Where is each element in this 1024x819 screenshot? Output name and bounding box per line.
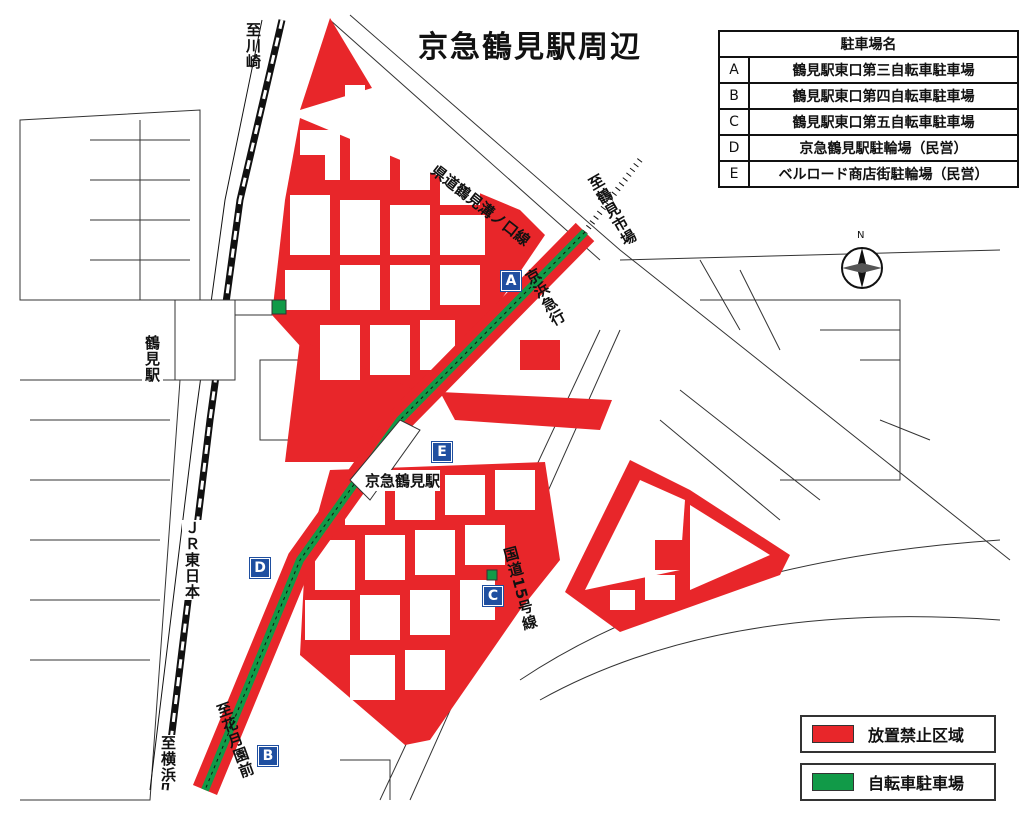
jr-station-building — [174, 299, 236, 381]
row-key: E — [718, 160, 750, 188]
label-tsurumi-station: 鶴見駅 — [142, 335, 163, 383]
label-jr-east: ＪＲ東日本 — [182, 520, 203, 600]
label-to-kawasaki: 至川崎 — [244, 22, 262, 70]
label-to-yokohama: 至横浜 — [158, 735, 179, 783]
marker-d[interactable]: D — [249, 557, 271, 579]
row-key: A — [718, 56, 750, 84]
compass-icon — [841, 247, 883, 289]
no-parking-lot — [300, 155, 325, 185]
legend-swatch-red — [812, 725, 854, 743]
legend-label: 放置禁止区域 — [868, 726, 965, 745]
label-keikyu-tsurumi-station: 京急鶴見駅 — [365, 470, 441, 491]
legend-label: 自転車駐車場 — [868, 774, 965, 793]
bicycle-parking-lot — [271, 299, 287, 315]
row-name: 鶴見駅東口第五自転車駐車場 — [748, 108, 1019, 136]
row-name: 京急鶴見駅駐輪場（民営） — [748, 134, 1019, 162]
bicycle-parking-lot — [486, 569, 498, 581]
jr-railway — [149, 19, 286, 791]
no-parking-lot — [655, 540, 685, 570]
map-title: 京急鶴見駅周辺 — [418, 30, 642, 65]
legend-swatch-green — [812, 773, 854, 791]
parking-table-header: 駐車場名 — [718, 30, 1019, 58]
marker-a[interactable]: A — [500, 270, 522, 292]
marker-e[interactable]: E — [431, 441, 453, 463]
row-name: ベルロード商店街駐輪場（民営） — [748, 160, 1019, 188]
label-north: N — [857, 230, 865, 241]
legend-no-parking: 放置禁止区域 — [800, 715, 996, 753]
row-name: 鶴見駅東口第三自転車駐車場 — [748, 56, 1019, 84]
row-name: 鶴見駅東口第四自転車駐車場 — [748, 82, 1019, 110]
legend-bicycle-parking: 自転車駐車場 — [800, 763, 996, 801]
row-key: C — [718, 108, 750, 136]
marker-c[interactable]: C — [482, 585, 504, 607]
row-key: B — [718, 82, 750, 110]
marker-b[interactable]: B — [257, 745, 279, 767]
row-key: D — [718, 134, 750, 162]
